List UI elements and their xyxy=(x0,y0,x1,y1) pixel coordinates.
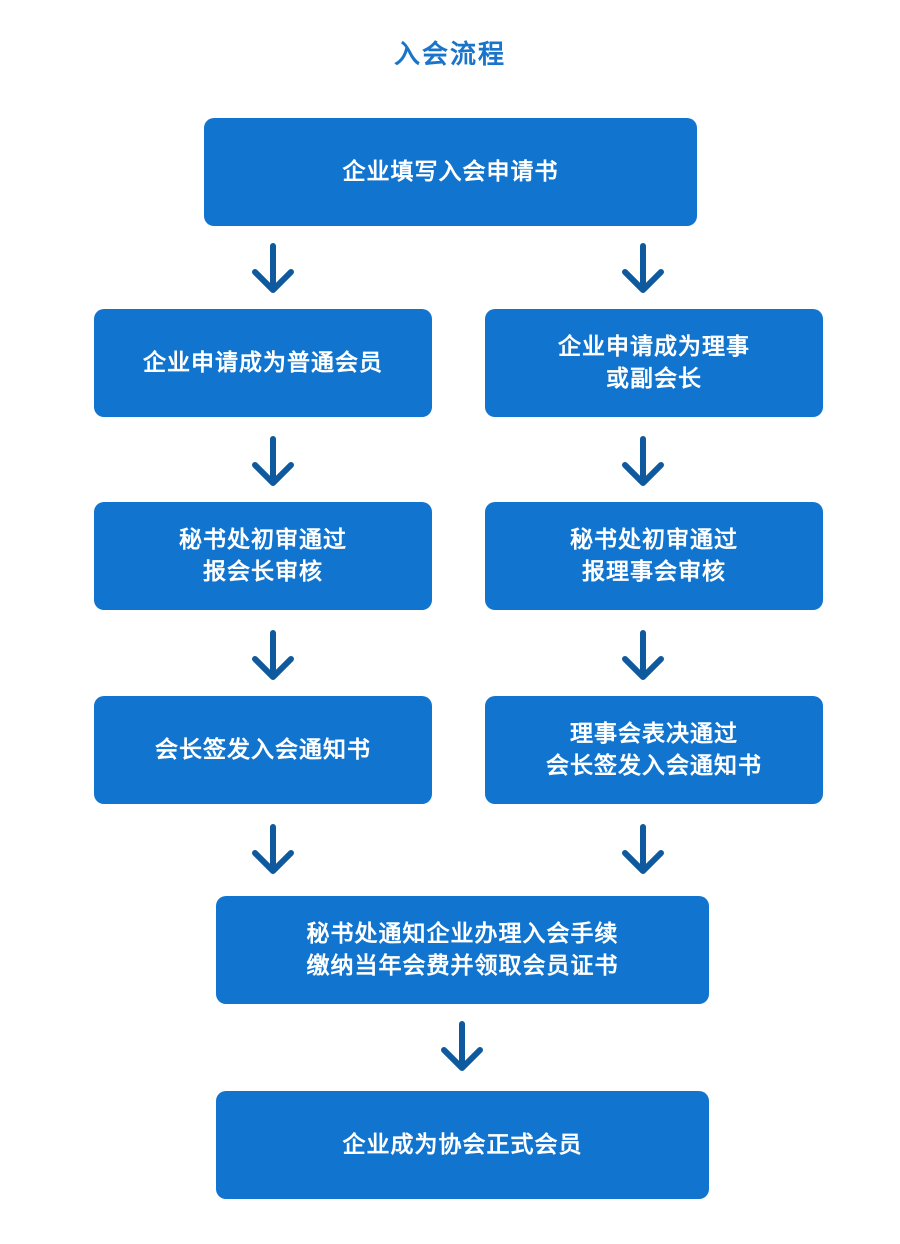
node-council-vote: 理事会表决通过 会长签发入会通知书 xyxy=(485,696,823,804)
arrow-down-icon xyxy=(250,436,296,488)
node-president-notice: 会长签发入会通知书 xyxy=(94,696,432,804)
node-procedures: 秘书处通知企业办理入会手续 缴纳当年会费并领取会员证书 xyxy=(216,896,709,1004)
arrow-down-icon xyxy=(439,1021,485,1073)
node-review-council: 秘书处初审通过 报理事会审核 xyxy=(485,502,823,610)
arrow-down-icon xyxy=(250,243,296,295)
node-apply-director: 企业申请成为理事 或副会长 xyxy=(485,309,823,417)
arrow-down-icon xyxy=(620,824,666,876)
arrow-down-icon xyxy=(250,824,296,876)
node-review-president: 秘书处初审通过 报会长审核 xyxy=(94,502,432,610)
arrow-down-icon xyxy=(250,630,296,682)
node-apply-regular-member: 企业申请成为普通会员 xyxy=(94,309,432,417)
arrow-down-icon xyxy=(620,630,666,682)
arrow-down-icon xyxy=(620,243,666,295)
node-apply: 企业填写入会申请书 xyxy=(204,118,697,226)
arrow-down-icon xyxy=(620,436,666,488)
page-title: 入会流程 xyxy=(393,40,506,70)
node-final-member: 企业成为协会正式会员 xyxy=(216,1091,709,1199)
